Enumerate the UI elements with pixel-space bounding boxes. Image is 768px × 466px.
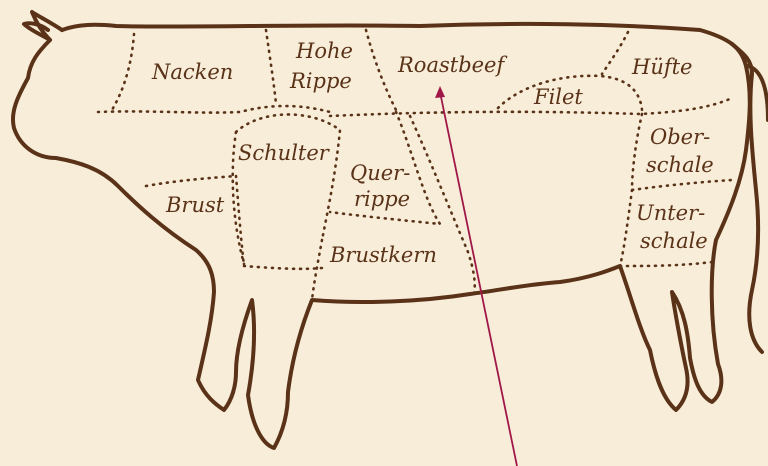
cut-label-roastbeef: Roastbeef xyxy=(397,53,507,77)
cut-label-schulter: Schulter xyxy=(238,141,331,165)
cut-label-brustkern: Brustkern xyxy=(329,243,437,267)
cut-label-oberschale-line1: Ober- xyxy=(650,125,710,149)
cut-label-querrippe-line1: Quer- xyxy=(350,161,410,185)
cut-label-hohe-rippe-line1: Hohe xyxy=(295,39,353,63)
cut-line-nacken-right xyxy=(266,30,276,104)
cut-label-filet: Filet xyxy=(533,85,583,109)
cut-line-nacken-bottom xyxy=(98,106,330,113)
cut-line-brustkern-left xyxy=(312,240,322,300)
cut-line-brustkern-top xyxy=(244,266,322,269)
cut-line-huefte-left xyxy=(602,32,628,74)
cow-back xyxy=(62,24,732,44)
cut-line-hohe-rippe-right xyxy=(366,30,396,110)
cut-line-nacken-left xyxy=(112,34,134,110)
cut-label-unterschale-line2: schale xyxy=(640,229,708,253)
cow-ear xyxy=(24,23,50,40)
pointer-line xyxy=(440,92,517,466)
cut-label-huefte: Hüfte xyxy=(631,55,692,79)
cut-label-nacken: Nacken xyxy=(151,60,233,84)
cut-label-hohe-rippe-line2: Rippe xyxy=(289,69,352,93)
cut-label-brust: Brust xyxy=(165,193,225,217)
cut-line-brust-top xyxy=(146,176,236,186)
cut-line-roastbeef-right xyxy=(410,116,475,294)
cut-line-schulter xyxy=(233,114,340,264)
cut-label-querrippe-line2: rippe xyxy=(354,187,410,211)
cut-line-brust-right xyxy=(236,176,244,266)
pointer-arrowhead xyxy=(435,86,445,98)
cut-line-roastbeef-bottom xyxy=(330,98,732,116)
cut-label-oberschale-line2: schale xyxy=(646,153,714,177)
cut-label-unterschale-line1: Unter- xyxy=(636,201,705,225)
cow-tail xyxy=(732,44,768,352)
